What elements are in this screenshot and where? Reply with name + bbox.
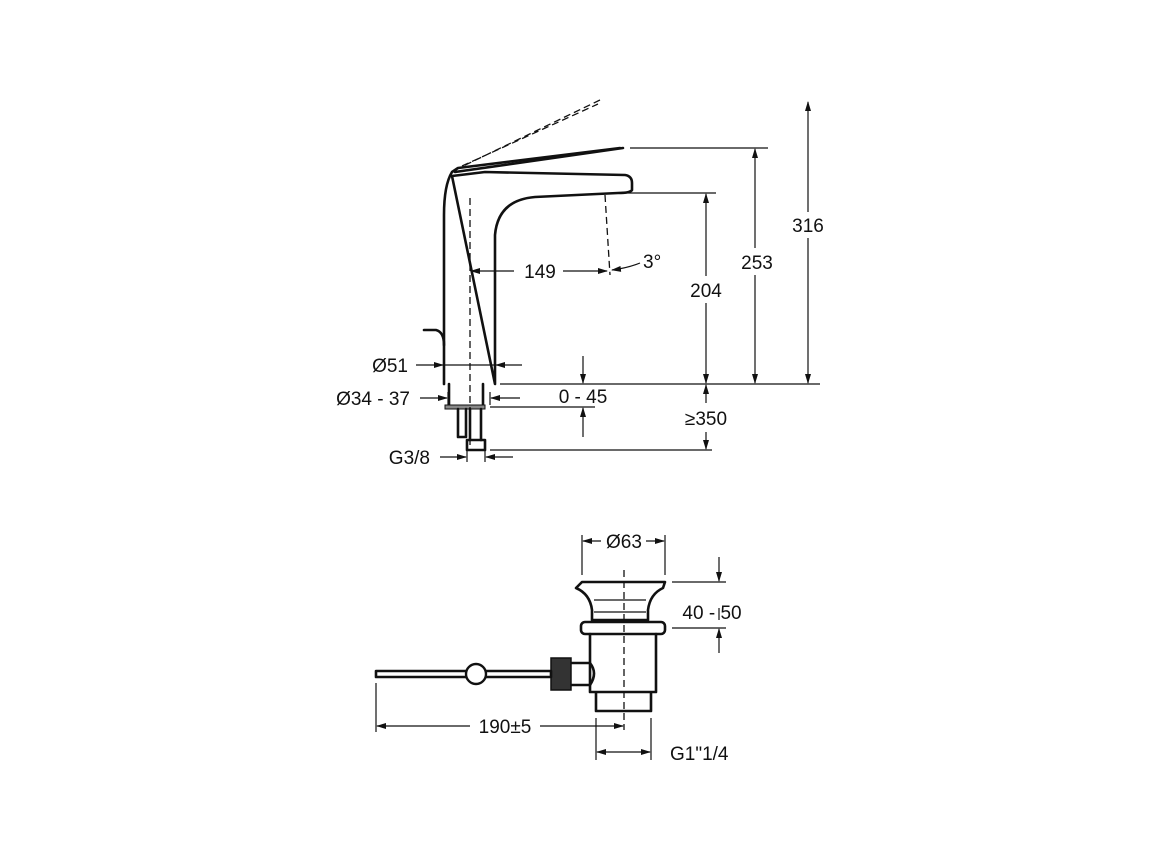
dim-lever-height: 253 <box>741 253 773 274</box>
dim-hole-diameter: Ø34 - 37 <box>336 389 410 410</box>
hose-nut <box>465 438 487 452</box>
threaded-stem <box>447 382 485 408</box>
dim-flange-diameter: Ø63 <box>606 532 642 553</box>
dim-thread: G1"1/4 <box>670 744 729 765</box>
dim-height-range: 40 - 50 <box>682 603 741 624</box>
drain-nut <box>579 620 667 636</box>
drain-body <box>588 632 658 713</box>
stream-line <box>604 194 611 276</box>
dim-hose-length: ≥350 <box>685 409 727 430</box>
pop-up-knob <box>422 328 446 347</box>
rod-nut <box>550 657 572 691</box>
drain-side-port <box>569 661 596 687</box>
dim-angle: 3° <box>643 252 661 273</box>
dim-deck-thickness: 0 - 45 <box>559 387 608 408</box>
drain-drawing: Ø63 40 - 50 190±5 G1"1/4 <box>374 532 742 765</box>
faucet-drawing: 316 253 204 ≥350 149 3° 0 - 45 Ø51 Ø34 -… <box>336 99 824 469</box>
dim-connection: G3/8 <box>389 448 430 469</box>
dim-total-height: 316 <box>792 216 824 237</box>
pull-rod <box>374 669 553 679</box>
dim-spout-height: 204 <box>690 281 722 302</box>
dim-base-diameter: Ø51 <box>372 356 408 377</box>
dim-reach: 149 <box>524 262 556 283</box>
rod-ball-joint <box>464 662 488 686</box>
drain-flange <box>574 580 667 622</box>
dim-rod-length: 190±5 <box>479 717 532 738</box>
lever <box>453 146 625 174</box>
lever-open-position <box>454 99 601 171</box>
